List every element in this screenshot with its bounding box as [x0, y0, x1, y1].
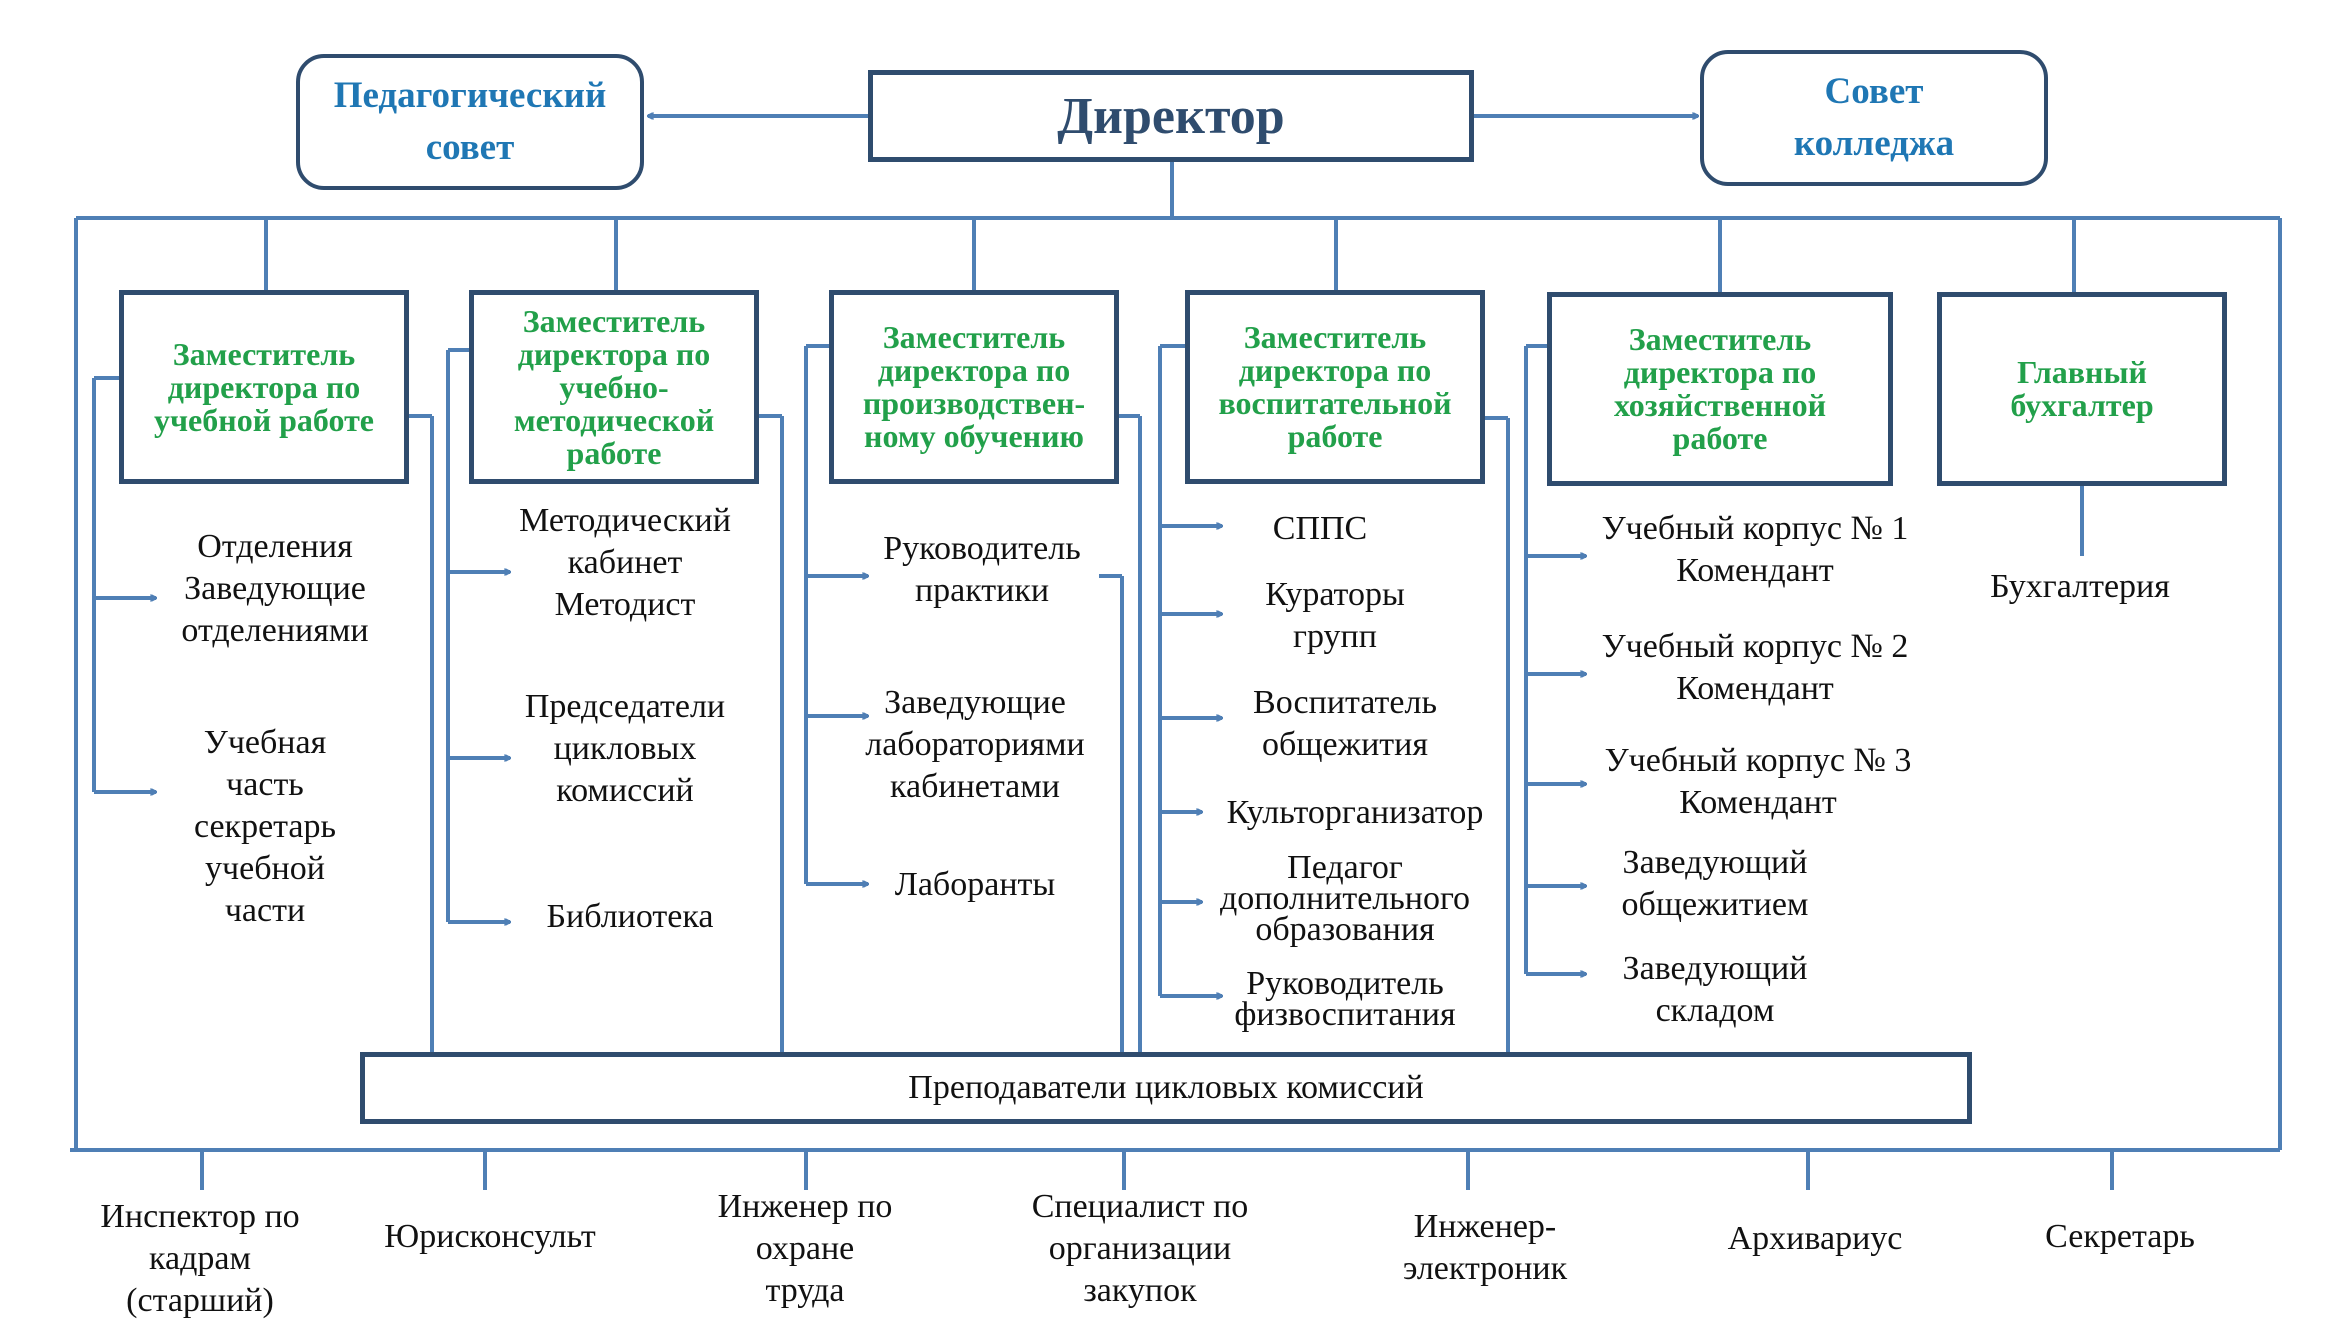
item-cultural-organizer: Культорганизатор — [1226, 794, 1484, 831]
bottom-procurement-specialist: Специалист по организации закупок — [1031, 1188, 1249, 1309]
item-departments: Отделения Заведующие отделениями — [181, 528, 369, 649]
pedagogical-council-label: Педагогический совет — [333, 75, 607, 168]
deputy-academic-box: Заместитель директора по учебной работе — [119, 290, 409, 484]
director-label: Директор — [1057, 87, 1285, 145]
item-lab-assistants: Лаборанты — [894, 866, 1056, 903]
item-phys-ed-head: Руководитель физвоспитания — [1234, 965, 1456, 1033]
chief-accountant-box: Главный бухгалтер — [1937, 292, 2227, 486]
bottom-legal-counsel: Юрисконсульт — [384, 1218, 596, 1255]
item-lab-heads: Заведующие лабораториями кабинетами — [865, 684, 1085, 805]
item-warehouse-head: Заведующий складом — [1622, 950, 1808, 1029]
college-council-label: Совет колледжа — [1793, 71, 1955, 164]
item-extra-education: Педагог дополнительного образования — [1219, 849, 1471, 948]
bottom-secretary: Секретарь — [2045, 1218, 2195, 1255]
item-library: Библиотека — [546, 898, 714, 935]
item-building-2: Учебный корпус № 2 Комендант — [1601, 628, 1909, 707]
deputy-household-title: Заместитель директора по хозяйственной р… — [1613, 321, 1827, 456]
item-academic-office: Учебная часть секретарь учебной части — [193, 724, 337, 929]
teachers-bar: Преподаватели цикловых комиссий — [360, 1052, 1972, 1124]
deputy-production-title: Заместитель директора по производствен- … — [862, 319, 1086, 454]
item-spps: СППС — [1272, 510, 1368, 547]
teachers-label: Преподаватели цикловых комиссий — [908, 1069, 1424, 1106]
item-dorm-educator: Воспитатель общежития — [1253, 684, 1437, 763]
bottom-electronics-engineer: Инженер- электроник — [1402, 1208, 1568, 1287]
chief-accountant-title: Главный бухгалтер — [2010, 354, 2154, 423]
pedagogical-council-box: Педагогический совет — [296, 54, 644, 190]
item-cycle-chairs: Председатели цикловых комиссий — [524, 688, 726, 809]
bottom-hr-inspector: Инспектор по кадрам (старший) — [100, 1198, 300, 1319]
deputy-production-box: Заместитель директора по производствен- … — [829, 290, 1119, 484]
item-accounting: Бухгалтерия — [1990, 568, 2170, 605]
deputy-methodical-title: Заместитель директора по учебно- методич… — [513, 302, 715, 471]
item-methodical-cabinet: Методический кабинет Методист — [519, 502, 731, 623]
deputy-academic-title: Заместитель директора по учебной работе — [154, 335, 374, 438]
deputy-educational-box: Заместитель директора по воспитательной … — [1185, 290, 1485, 484]
deputy-educational-title: Заместитель директора по воспитательной … — [1218, 319, 1452, 454]
item-dorm-head: Заведующий общежитием — [1621, 844, 1809, 923]
deputy-methodical-box: Заместитель директора по учебно- методич… — [469, 290, 759, 484]
item-building-3: Учебный корпус № 3 Комендант — [1604, 742, 1912, 821]
bottom-archivist: Архивариус — [1727, 1220, 1903, 1257]
director-box: Директор — [868, 70, 1474, 162]
item-building-1: Учебный корпус № 1 Комендант — [1601, 510, 1909, 589]
item-curators: Кураторы групп — [1265, 576, 1405, 655]
item-practice-head: Руководитель практики — [883, 530, 1081, 609]
deputy-household-box: Заместитель директора по хозяйственной р… — [1547, 292, 1893, 486]
college-council-box: Совет колледжа — [1700, 50, 2048, 186]
bottom-safety-engineer: Инженер по охране труда — [717, 1188, 893, 1309]
